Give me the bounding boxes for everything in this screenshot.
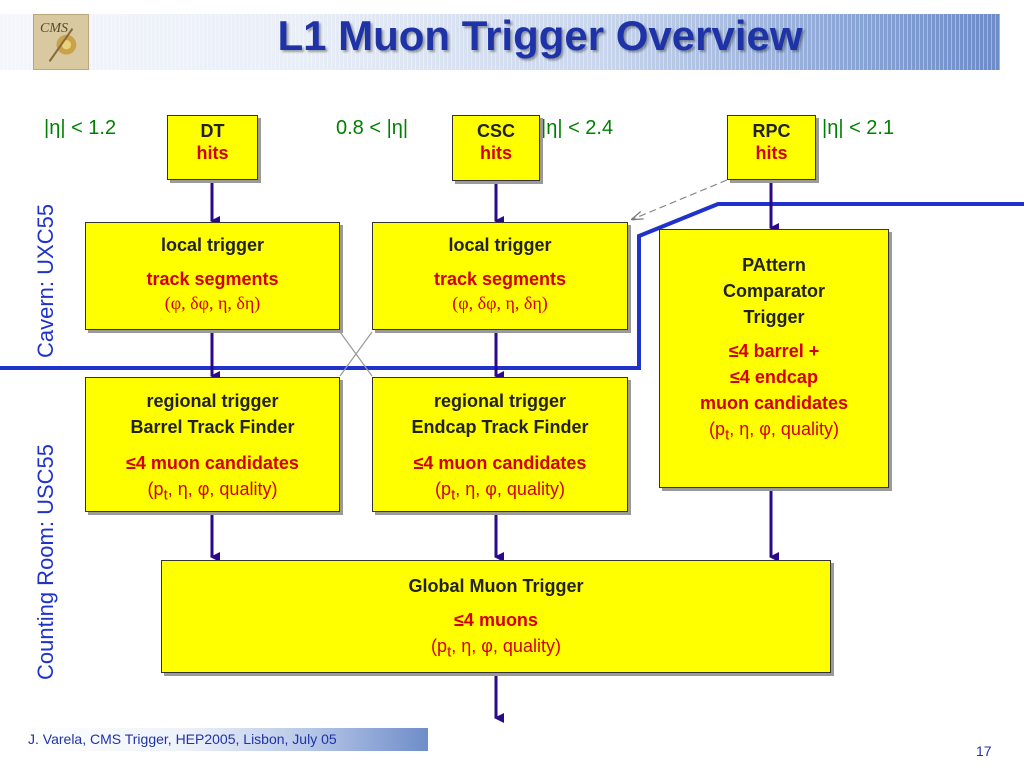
eta-range-rpc: |η| < 2.1 bbox=[822, 117, 895, 139]
logo-text: CMS bbox=[40, 21, 68, 36]
rpc-label: RPC bbox=[752, 121, 791, 141]
local-csc-variables: (φ, δφ, η, δη) bbox=[452, 293, 548, 313]
header-band bbox=[0, 14, 1000, 70]
gmt-quantities: (pt, η, φ, quality) bbox=[431, 636, 561, 661]
local-dt-variables: (φ, δφ, η, δη) bbox=[164, 293, 261, 313]
gmt-title: Global Muon Trigger bbox=[408, 576, 584, 596]
eta-range-csc-low: 0.8 < |η| bbox=[336, 117, 409, 139]
regional-endcap-candidates: ≤4 muon candidates bbox=[413, 453, 587, 473]
regional-endcap-quantities: (pt, η, φ, quality) bbox=[435, 479, 565, 504]
local-csc-title: local trigger bbox=[448, 235, 552, 255]
cavern-boundary-line bbox=[0, 202, 1024, 370]
regional-endcap-box: regional trigger Endcap Track Finder ≤4 … bbox=[372, 377, 628, 512]
local-trigger-csc-box: local trigger track segments (φ, δφ, η, … bbox=[372, 222, 628, 330]
regional-barrel-box: regional trigger Barrel Track Finder ≤4 … bbox=[85, 377, 340, 512]
local-dt-title: local trigger bbox=[160, 235, 265, 255]
regional-endcap-title2: Endcap Track Finder bbox=[411, 417, 589, 437]
rpc-hits-label: hits bbox=[755, 143, 788, 163]
csc-hits-box: CSC hits bbox=[452, 115, 540, 181]
rpc-hits-box: RPC hits bbox=[727, 115, 816, 180]
side-label-counting-room: Counting Room: USC55 bbox=[33, 443, 58, 680]
pact-box: PAttern Comparator Trigger ≤4 barrel + ≤… bbox=[659, 229, 889, 488]
pact-candidates: muon candidates bbox=[699, 393, 849, 413]
side-label-cavern: Cavern: UXC55 bbox=[33, 203, 58, 358]
pact-quantities: (pt, η, φ, quality) bbox=[709, 419, 839, 444]
footer-text: J. Varela, CMS Trigger, HEP2005, Lisbon,… bbox=[28, 731, 337, 747]
global-muon-trigger-box: Global Muon Trigger ≤4 muons (pt, η, φ, … bbox=[161, 560, 831, 673]
page-number: 17 bbox=[976, 743, 992, 759]
dt-hits-box: DT hits bbox=[167, 115, 258, 180]
regional-barrel-candidates: ≤4 muon candidates bbox=[126, 453, 299, 473]
eta-range-dt: |η| < 1.2 bbox=[44, 117, 117, 139]
footer-band bbox=[22, 728, 428, 751]
regional-endcap-title1: regional trigger bbox=[433, 391, 567, 411]
regional-barrel-title2: Barrel Track Finder bbox=[130, 417, 295, 437]
pact-line3: Trigger bbox=[743, 307, 805, 327]
local-trigger-dt-box: local trigger track segments (φ, δφ, η, … bbox=[85, 222, 340, 330]
csc-label: CSC bbox=[476, 121, 515, 141]
cross-line-2 bbox=[339, 331, 373, 377]
pact-endcap: ≤4 endcap bbox=[730, 367, 818, 387]
pact-barrel: ≤4 barrel + bbox=[728, 341, 820, 361]
gmt-muons: ≤4 muons bbox=[454, 610, 538, 630]
eta-range-csc-high: |η| < 2.4 bbox=[541, 117, 614, 139]
page-title: L1 Muon Trigger Overview bbox=[277, 12, 803, 59]
csc-hits-label: hits bbox=[479, 143, 512, 163]
pact-line1: PAttern bbox=[742, 255, 806, 275]
dt-hits-label: hits bbox=[196, 143, 229, 163]
cms-logo: CMS bbox=[33, 14, 89, 70]
local-dt-segments: track segments bbox=[146, 269, 279, 289]
dt-label: DT bbox=[200, 121, 225, 141]
regional-barrel-title1: regional trigger bbox=[146, 391, 279, 411]
dashed-rpc-to-csc-local bbox=[633, 179, 728, 219]
regional-barrel-quantities: (pt, η, φ, quality) bbox=[147, 479, 278, 504]
local-csc-segments: track segments bbox=[433, 269, 567, 289]
pact-line2: Comparator bbox=[722, 281, 825, 301]
